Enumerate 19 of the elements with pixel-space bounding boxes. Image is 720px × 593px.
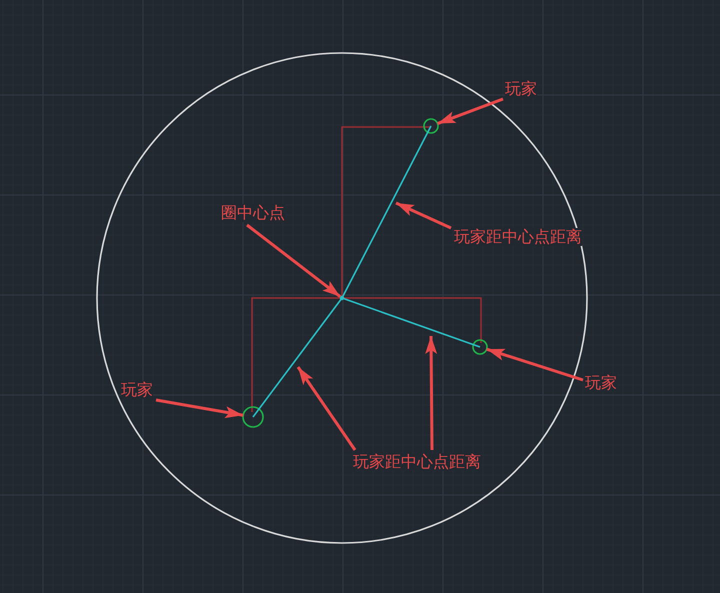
distance-line (342, 297, 480, 348)
player-label: 玩家 (585, 374, 617, 392)
ring-marker-icon (423, 118, 439, 134)
ring-marker-icon (242, 406, 264, 428)
distance-label: 玩家距中心点距离 (454, 228, 582, 246)
distance-line (252, 298, 343, 418)
leader-arrow (246, 224, 342, 298)
leader-arrow (156, 398, 244, 418)
distance-label: 玩家距中心点距离 (353, 453, 481, 471)
player-label: 玩家 (121, 381, 153, 399)
ring-marker-icon (472, 339, 488, 355)
leader-arrow (425, 336, 438, 450)
center-point-label: 圈中心点 (221, 204, 285, 222)
leader-arrow (437, 98, 504, 125)
leader-arrow (395, 202, 452, 230)
center-dot-icon (340, 296, 344, 300)
leader-arrow (486, 348, 584, 382)
leader-arrow (296, 366, 356, 451)
player-label: 玩家 (505, 80, 537, 98)
